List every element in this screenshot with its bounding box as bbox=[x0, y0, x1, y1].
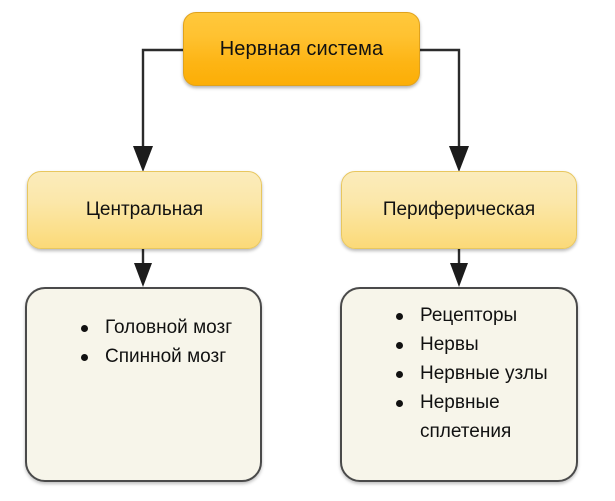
arrowhead-central-to-list bbox=[134, 263, 152, 287]
node-peripheral-label: Периферическая bbox=[382, 199, 536, 220]
list-item: Нервные узлы bbox=[394, 359, 574, 388]
arrowhead-root-to-central bbox=[133, 146, 153, 172]
list-item: Рецепторы bbox=[394, 301, 574, 330]
list-item: Головной мозг bbox=[79, 313, 249, 342]
list-box-central: Головной мозг Спинной мозг bbox=[25, 287, 262, 482]
list-box-peripheral: Рецепторы Нервы Нервные узлы Нервные спл… bbox=[340, 287, 578, 482]
list-item: Спинной мозг bbox=[79, 342, 249, 371]
arrowhead-peripheral-to-list bbox=[450, 263, 468, 287]
node-central-label: Центральная bbox=[85, 199, 204, 220]
node-central[interactable]: Центральная bbox=[27, 171, 262, 249]
node-nervous-system-label: Нервная система bbox=[219, 37, 384, 60]
arrowhead-root-to-peripheral bbox=[449, 146, 469, 172]
peripheral-items-list: Рецепторы Нервы Нервные узлы Нервные спл… bbox=[394, 301, 574, 446]
central-items-list: Головной мозг Спинной мозг bbox=[79, 313, 249, 371]
node-peripheral[interactable]: Периферическая bbox=[341, 171, 577, 249]
list-item: Нервы bbox=[394, 330, 574, 359]
list-item: Нервные сплетения bbox=[394, 388, 574, 446]
connector-root-to-central bbox=[141, 48, 183, 152]
connector-root-to-peripheral bbox=[420, 48, 461, 152]
node-nervous-system[interactable]: Нервная система bbox=[183, 12, 420, 86]
